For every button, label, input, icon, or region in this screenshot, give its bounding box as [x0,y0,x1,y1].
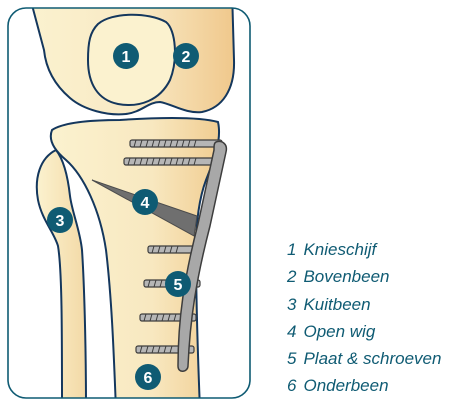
legend-number: 2 [287,267,297,287]
plate [177,140,228,372]
legend-label: Onderbeen [303,376,389,396]
svg-text:6: 6 [144,370,153,387]
svg-text:1: 1 [122,49,131,66]
legend-item-4: 4 Open wig [287,318,457,345]
legend-number: 6 [287,376,297,396]
diagram-frame [7,7,251,399]
legend-item-2: 2 Bovenbeen [287,263,457,290]
legend-number: 3 [287,294,297,314]
legend-item-5: 5 Plaat & schroeven [287,345,457,372]
marker-5: 5 [165,271,191,297]
svg-text:5: 5 [174,277,183,294]
marker-6: 6 [135,364,161,390]
legend-number: 4 [287,321,297,341]
svg-text:3: 3 [56,213,65,230]
marker-1: 1 [113,43,139,69]
legend-label: Plaat & schroeven [303,349,442,369]
legend-item-3: 3 Kuitbeen [287,291,457,318]
tibia-bone [49,117,220,398]
legend-label: Knieschijf [303,240,377,259]
legend-label: Bovenbeen [303,267,390,287]
marker-2: 2 [173,43,199,69]
svg-text:2: 2 [182,49,191,66]
fibula-bone [35,148,88,398]
legend: 1 Knieschijf 2 Bovenbeen 3 Kuitbeen 4 Open w… [287,236,457,400]
screw [129,139,223,148]
legend-label: Kuitbeen [303,294,371,314]
legend-item-6: 6 Onderbeen [287,372,457,399]
screw [147,245,203,254]
marker-3: 3 [47,207,73,233]
legend-label: Open wig [303,321,376,341]
marker-4: 4 [132,189,158,215]
svg-text:4: 4 [141,195,150,212]
legend-number: 1 [287,240,297,259]
legend-item-1: 1 Knieschijf [287,236,457,263]
screw [123,157,223,166]
legend-number: 5 [287,349,297,369]
